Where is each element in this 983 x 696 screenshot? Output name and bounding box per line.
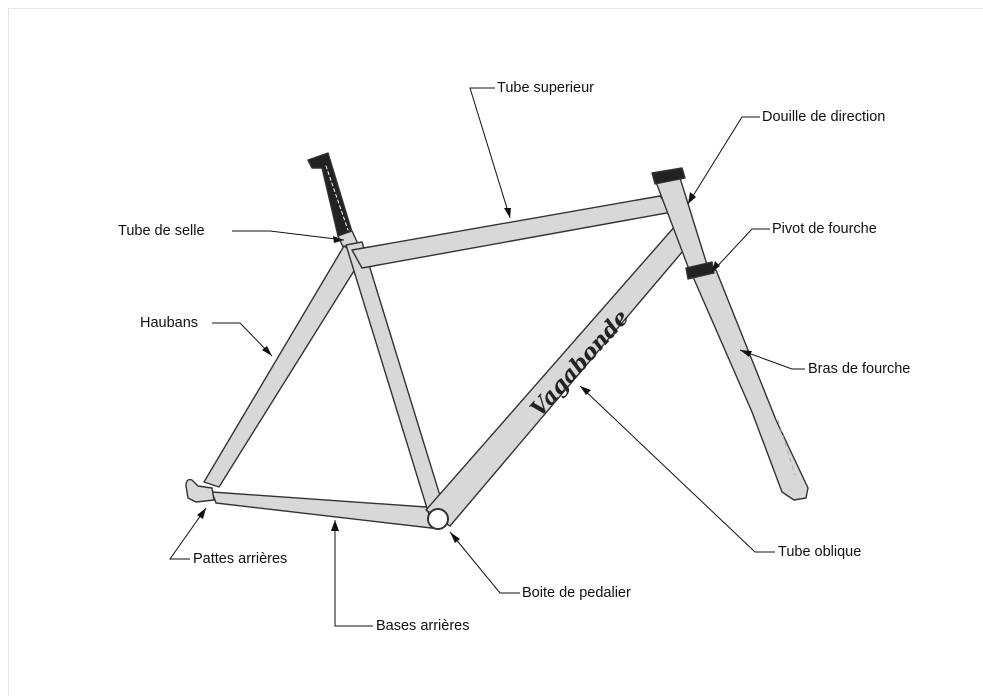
seat-stays [203,245,363,488]
seat-tube [345,241,446,519]
label-pivot-fourche: Pivot de fourche [772,221,877,237]
fork-blade [689,269,809,501]
label-bras-fourche: Bras de fourche [808,361,911,377]
label-pattes-arrieres: Pattes arrières [193,551,288,567]
top-tube [351,195,673,269]
headset-top [651,167,686,185]
label-tube-selle: Tube de selle [118,223,205,239]
diagram-frame [8,8,983,696]
brand-logo: Vagabonde [525,305,634,422]
bottom-bracket [427,508,449,530]
label-tube-superieur: Tube superieur [497,80,594,96]
label-douille-direction: Douille de direction [762,109,886,125]
label-bases-arrieres: Bases arrières [376,618,470,634]
fork-crown [685,261,715,280]
label-haubans: Haubans [140,315,199,331]
chain-stays [211,491,441,530]
label-boite-pedalier: Boite de pedalier [522,585,631,601]
rear-dropout [185,478,215,503]
label-tube-oblique: Tube oblique [778,544,862,560]
